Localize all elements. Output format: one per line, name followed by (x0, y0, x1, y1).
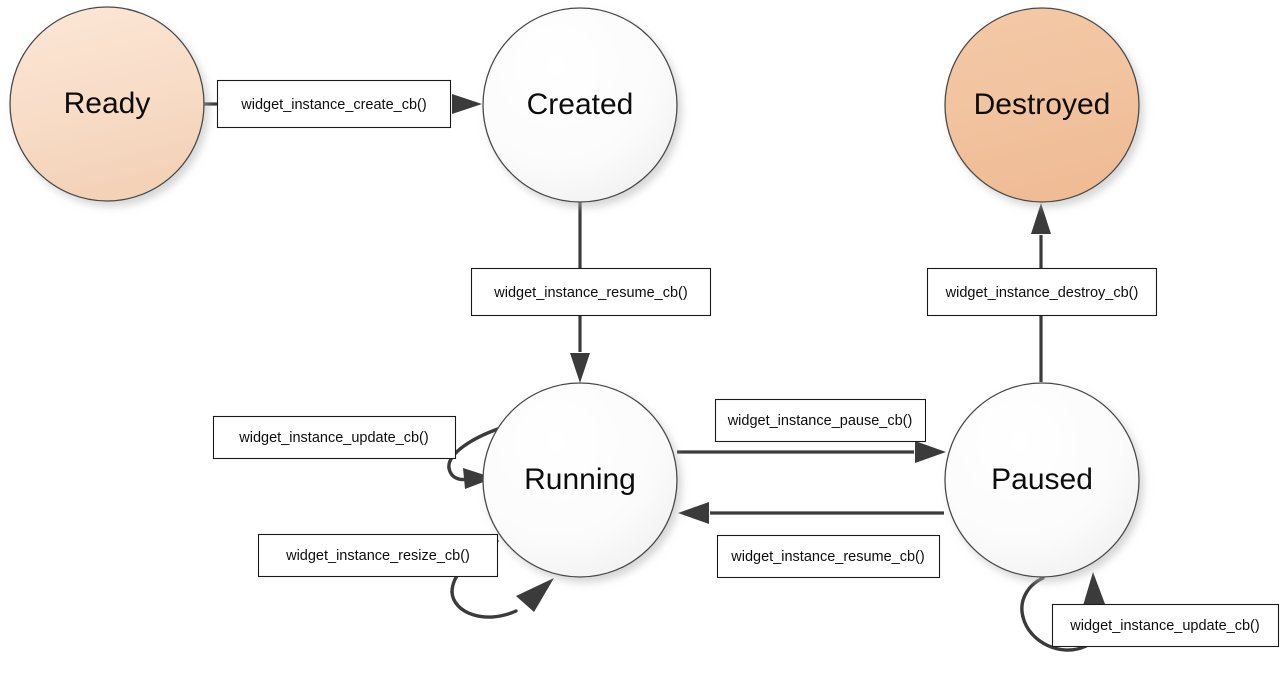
edge-label-create-box (216, 79, 452, 129)
edge-label-resume-paused-box (716, 534, 941, 579)
edge-label-resize-running-box (257, 533, 499, 578)
edge-label-destroy-text: widget_instance_destroy_cb() (945, 285, 1139, 301)
state-running-circle (482, 382, 678, 578)
edge-label-destroy-box (926, 267, 1158, 317)
edge-label-resume-paused-text: widget_instance_resume_cb() (730, 549, 924, 565)
state-paused-label: Paused (991, 463, 1093, 496)
transition-pause-arrowhead (915, 441, 946, 463)
state-created-label: Created (527, 88, 634, 121)
transition-resume-created-arrowhead (570, 353, 590, 383)
edge-label-resize-running[interactable]: widget_instance_resize_cb() (257, 533, 499, 578)
state-node-running[interactable]: Running (482, 382, 678, 578)
edge-label-resume-created-text: widget_instance_resume_cb() (493, 285, 687, 301)
state-node-ready[interactable]: Ready (9, 6, 205, 202)
edge-label-update-paused[interactable]: widget_instance_update_cb() (1051, 603, 1280, 648)
edge-label-pause-text: widget_instance_pause_cb() (727, 413, 913, 429)
edge-label-resume-created[interactable]: widget_instance_resume_cb() (470, 267, 712, 317)
transition-resume-paused-arrowhead (678, 502, 709, 524)
state-destroyed-circle (944, 7, 1140, 203)
transition-destroy-arrowhead (1031, 203, 1051, 234)
transition-update-paused-curve-in (1020, 576, 1045, 619)
state-node-paused[interactable]: Paused (944, 382, 1140, 578)
state-node-created[interactable]: Created (482, 7, 678, 203)
state-running-label: Running (524, 463, 636, 496)
edge-label-destroy[interactable]: widget_instance_destroy_cb() (926, 267, 1158, 317)
edge-label-resize-running-text: widget_instance_resize_cb() (285, 548, 470, 564)
edge-label-resume-created-box (470, 267, 712, 317)
transition-update-running-arrowhead (463, 468, 494, 489)
edge-label-update-running-text: widget_instance_update_cb() (238, 430, 428, 446)
edge-label-create[interactable]: widget_instance_create_cb() (216, 79, 452, 129)
edge-label-update-running-box (212, 415, 457, 460)
state-ready-circle (9, 6, 205, 202)
edge-label-update-paused-box (1051, 603, 1280, 648)
state-node-destroyed[interactable]: Destroyed (944, 7, 1140, 203)
edge-label-update-paused-text: widget_instance_update_cb() (1069, 618, 1259, 634)
transition-pause[interactable] (677, 441, 946, 463)
state-ready-label: Ready (64, 87, 151, 120)
state-created-circle (482, 7, 678, 203)
transition-update-paused-arrowhead (1082, 572, 1105, 609)
edge-label-pause[interactable]: widget_instance_pause_cb() (714, 398, 927, 443)
edge-label-create-text: widget_instance_create_cb() (240, 97, 426, 113)
state-destroyed-label: Destroyed (974, 88, 1111, 121)
state-paused-circle (944, 382, 1140, 578)
edge-label-resume-paused[interactable]: widget_instance_resume_cb() (716, 534, 941, 579)
edge-label-pause-box (714, 398, 927, 443)
transition-resize-running-arrowhead (516, 578, 554, 612)
transition-resume-paused[interactable] (678, 502, 944, 524)
transition-resize-running-curve-out (450, 590, 518, 619)
edge-label-update-running[interactable]: widget_instance_update_cb() (212, 415, 457, 460)
transition-update-paused-curve-out (1021, 615, 1088, 652)
transition-create-arrowhead (452, 94, 482, 114)
